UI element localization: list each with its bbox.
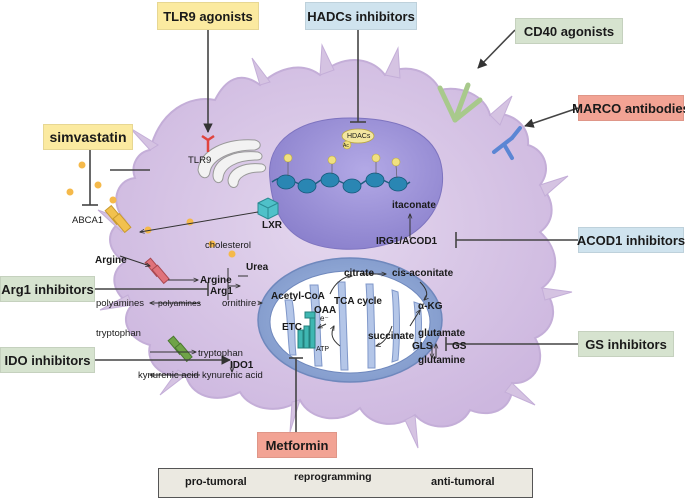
drug-arrows xyxy=(82,29,579,432)
kynurenic-outside-text: kynurenic acid xyxy=(138,370,199,381)
membrane-spikes xyxy=(97,43,573,449)
acetyl-coa-text: Acetyl-CoA xyxy=(271,291,325,302)
polyamines-inside-text: polyamines xyxy=(158,298,201,308)
lxr-receptor xyxy=(257,197,279,220)
urea-text: Urea xyxy=(246,262,269,273)
simvastatin-label: simvastatin xyxy=(43,124,133,150)
lxr-text: LXR xyxy=(262,220,282,231)
arg1-inhibitors-label: Arg1 inhibitors xyxy=(0,276,95,302)
hdacs-text: HDACs xyxy=(347,133,371,140)
tca-cycle-text: TCA cycle xyxy=(334,296,382,307)
metformin-label: Metformin xyxy=(257,432,337,458)
kynurenic-inside-text: kynurenic acid xyxy=(202,370,263,381)
argine-inside-text: Argine xyxy=(200,275,232,286)
citrate-text: citrate xyxy=(344,268,375,279)
succinate-text: succinate xyxy=(368,331,415,342)
chromatin xyxy=(271,153,411,194)
tryptophan-inside-text: tryptophan xyxy=(198,348,243,359)
pro-tumoral-text: pro-tumoral xyxy=(185,476,247,488)
argine-outside-text: Argine xyxy=(95,255,127,266)
gs-text: GS xyxy=(452,341,467,352)
ido-inhibitors-label: IDO inhibitors xyxy=(0,347,95,373)
ornithire-text: ornithire xyxy=(222,298,257,309)
reprogramming-legend: pro-tumoral reprogramming anti-tumoral xyxy=(158,468,533,498)
polyamines-outside-text: polyamines xyxy=(96,298,145,309)
endosome xyxy=(197,139,267,188)
gs-inhibitors-label: GS inhibitors xyxy=(578,331,674,357)
cd40-receptor xyxy=(437,82,483,123)
pathway-arrows xyxy=(119,211,436,375)
irg1-acod1-text: IRG1/ACOD1 xyxy=(376,236,438,247)
cholesterol-dots xyxy=(66,161,236,258)
marco-receptor xyxy=(492,126,522,160)
glutamate-text: glutamate xyxy=(418,328,466,339)
gls-text: GLS xyxy=(412,341,433,352)
arg1-text: Arg1 xyxy=(210,286,233,297)
anti-tumoral-text: anti-tumoral xyxy=(431,476,495,488)
cis-aconitate-text: cis-aconitate xyxy=(392,268,454,279)
marco-antibodies-label: MARCO antibodies xyxy=(572,95,685,121)
cholesterol-text: cholesterol xyxy=(205,240,251,251)
tlr9-text: TLR9 xyxy=(188,155,212,166)
tlr9-receptor xyxy=(201,134,215,152)
ac-text: Ac xyxy=(343,143,349,149)
hdacs-enzyme xyxy=(341,128,375,144)
alpha-kg-text: α-KG xyxy=(418,301,443,312)
etc-text: ETC xyxy=(282,322,302,333)
abca1-transporter xyxy=(104,204,132,234)
electron-text: e⁻ xyxy=(320,314,329,323)
hdac-inhibitors-label: HADCs inhibitors xyxy=(305,2,417,30)
glutamine-text: glutamine xyxy=(418,355,466,366)
oaa-text: OAA xyxy=(314,305,337,316)
etc-complex xyxy=(297,311,316,349)
acod1-inhibitors-label: ACOD1 inhibitors xyxy=(577,227,685,253)
ido1-text: IDO1 xyxy=(230,360,254,371)
cd40-agonists-label: CD40 agonists xyxy=(515,18,623,44)
abca1-text: ABCA1 xyxy=(72,215,104,226)
itaconate-text: itaconate xyxy=(392,200,436,211)
atp-text: ATP xyxy=(316,346,330,353)
tlr9-agonists-label: TLR9 agonists xyxy=(157,2,259,30)
tryptophan-outside-text: tryptophan xyxy=(96,328,141,339)
reprogramming-text: reprogramming xyxy=(294,471,372,483)
